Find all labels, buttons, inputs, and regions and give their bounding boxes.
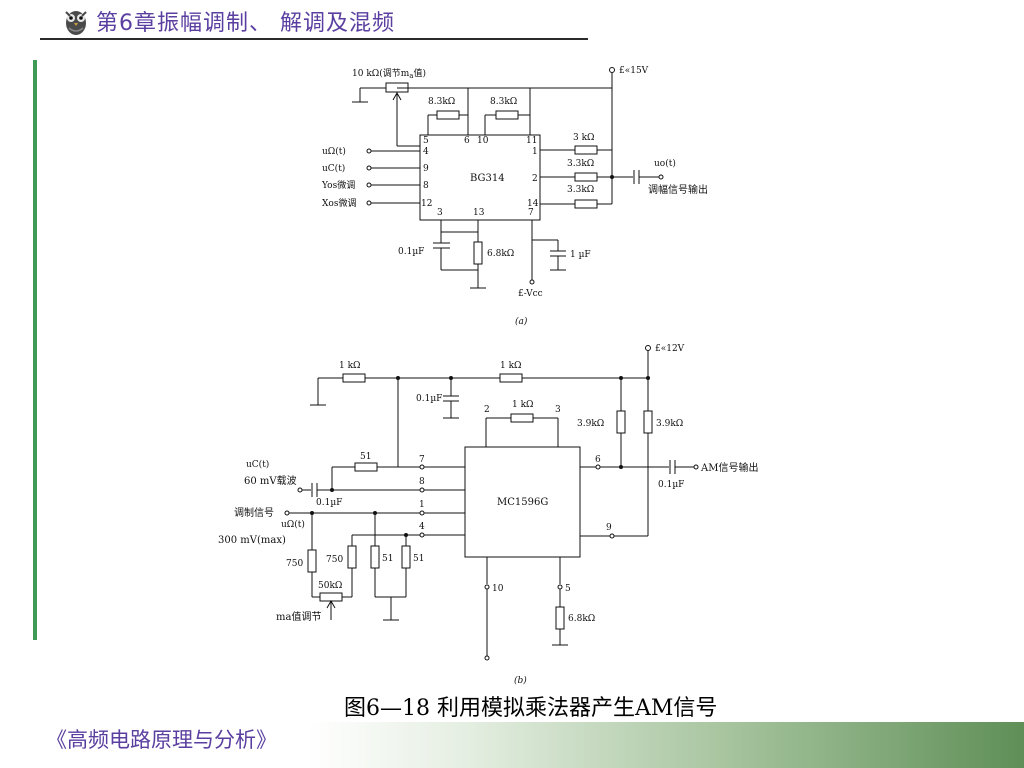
a-pin1: 1 <box>532 147 538 157</box>
a-pin7: 7 <box>528 208 534 218</box>
b-c-01-top-label: 0.1µF <box>416 394 442 404</box>
r-750a-b <box>307 549 317 573</box>
b-pin6: 6 <box>595 455 601 465</box>
r-51a-b <box>370 545 380 569</box>
b-r-750b-label: 750 <box>326 555 343 565</box>
diagram-b-label: (b) <box>514 675 527 686</box>
a-input-x-adj: Xos微调 <box>322 197 356 209</box>
circuit-diagrams: BG314 £«15V 10 kΩ(调节ma值) 8.3kΩ 8.3kΩ 5 6 <box>218 66 758 686</box>
r-750b-b <box>347 545 357 569</box>
b-r-3k9-b-label: 3.9kΩ <box>656 419 683 429</box>
r-3k <box>574 145 598 155</box>
r-3k-label: 3 kΩ <box>573 133 595 143</box>
b-pin5: 5 <box>565 584 571 594</box>
a-input-y-adj: Yos微调 <box>321 179 355 191</box>
pot-10k-label-a: 10 kΩ(调节ma值) <box>352 67 426 80</box>
a-input-u-omega: uΩ(t) <box>322 146 346 157</box>
r-3k3-b <box>574 199 598 209</box>
diagram-b: MC1596G £«12V 1 kΩ 1 kΩ 0.1µF 2 3 1 kΩ <box>218 344 758 686</box>
b-r-51b-label: 51 <box>413 554 424 564</box>
diagram-a: BG314 £«15V 10 kΩ(调节ma值) 8.3kΩ 8.3kΩ 5 6 <box>321 66 708 327</box>
b-c-01-in-label: 0.1µF <box>316 498 342 508</box>
r-1k-left-b <box>342 373 366 383</box>
chip-mc1596g <box>464 446 581 558</box>
a-pin5: 5 <box>423 136 429 146</box>
r-51-top-b <box>354 462 378 472</box>
chapter-title: 第6章振幅调制、 解调及混频 <box>96 11 395 36</box>
b-r-750a-label: 750 <box>286 559 303 569</box>
b-pin10: 10 <box>492 584 504 594</box>
b-pin8: 8 <box>419 477 425 487</box>
header-underline <box>40 38 588 40</box>
a-pin9: 9 <box>423 164 429 174</box>
b-mod-signal-label: 调制信号 <box>234 506 274 519</box>
chip-bg314-label: BG314 <box>470 173 505 184</box>
a-pin2: 2 <box>532 174 538 184</box>
b-ma-adjust-label: ma值调节 <box>276 610 321 623</box>
a-pin12: 12 <box>421 199 432 209</box>
footer-book-title: 《高频电路原理与分析》 <box>46 728 277 752</box>
b-pin4: 4 <box>419 522 425 532</box>
r-8k3-right <box>495 110 519 120</box>
diagram-a-label: (a) <box>515 316 528 327</box>
b-pin7: 7 <box>419 455 425 465</box>
b-pin3: 3 <box>555 405 561 415</box>
slide-header: 第6章振幅调制、 解调及混频 <box>62 4 395 38</box>
b-input-u-omega: uΩ(t) <box>281 519 305 530</box>
vplus-label-a: £«15V <box>619 66 649 76</box>
b-r-1k-mid-label: 1 kΩ <box>500 361 522 371</box>
vplus-label-b: £«12V <box>655 344 685 354</box>
r-6k8-a <box>473 241 483 265</box>
b-pot-50k-label: 50kΩ <box>318 581 342 591</box>
figure-caption: 图6—18 利用模拟乘法器产生AM信号 <box>344 696 718 721</box>
a-output-uo: uo(t) <box>654 158 676 169</box>
pot-50k-b <box>319 592 343 602</box>
a-pin8: 8 <box>423 181 429 191</box>
b-r-51-top-label: 51 <box>360 452 371 462</box>
a-c-1-label: 1 µF <box>570 250 591 260</box>
b-c-01-out-label: 0.1µF <box>658 480 684 490</box>
b-input-carrier: 60 mV载波 <box>244 474 297 487</box>
r-8k3-left <box>436 110 460 120</box>
b-r-6k8-label: 6.8kΩ <box>568 614 595 624</box>
footer-band <box>0 722 1024 768</box>
b-pin9: 9 <box>606 523 612 533</box>
a-vminus-label: £-Vcc <box>518 289 543 299</box>
a-pin6: 6 <box>464 136 470 146</box>
a-r-6k8-label: 6.8kΩ <box>487 249 514 259</box>
r-3k3-a-label: 3.3kΩ <box>567 159 594 169</box>
r-3k9-a-b <box>616 410 626 434</box>
r-8k3-left-label: 8.3kΩ <box>428 97 455 107</box>
a-pin3: 3 <box>437 208 443 218</box>
b-r-1k-23-label: 1 kΩ <box>512 400 534 410</box>
b-input-uc: uC(t) <box>246 459 269 470</box>
b-r-1k-left-label: 1 kΩ <box>339 361 361 371</box>
left-accent-bar <box>33 60 37 640</box>
a-pin4: 4 <box>423 147 429 157</box>
a-pin11: 11 <box>526 136 537 146</box>
b-r-3k9-a-label: 3.9kΩ <box>577 419 604 429</box>
r-51b-b <box>401 545 411 569</box>
b-pin1: 1 <box>419 500 425 510</box>
r-1k-mid-b <box>499 373 523 383</box>
b-r-51a-label: 51 <box>382 554 393 564</box>
owl-logo-icon <box>65 11 87 35</box>
a-pin10: 10 <box>477 136 489 146</box>
vplus-terminal-a <box>609 67 615 73</box>
r-6k8-b <box>555 606 565 630</box>
b-pin2: 2 <box>484 405 490 415</box>
a-pin14: 14 <box>527 199 539 209</box>
r-3k3-a <box>574 172 598 182</box>
r-8k3-right-label: 8.3kΩ <box>490 97 517 107</box>
b-output-am: AM信号输出 <box>700 461 758 474</box>
r-3k3-b-label: 3.3kΩ <box>567 185 594 195</box>
b-input-300mv: 300 mV(max) <box>218 535 286 546</box>
chip-mc1596g-label: MC1596G <box>497 497 548 508</box>
r-3k9-b-b <box>643 410 653 434</box>
r-1k-23-b <box>510 413 534 423</box>
a-output-label: 调幅信号输出 <box>648 183 708 196</box>
a-input-u-c: uC(t) <box>322 163 345 174</box>
a-c-01-label: 0.1µF <box>398 247 424 257</box>
a-pin13: 13 <box>473 208 485 218</box>
